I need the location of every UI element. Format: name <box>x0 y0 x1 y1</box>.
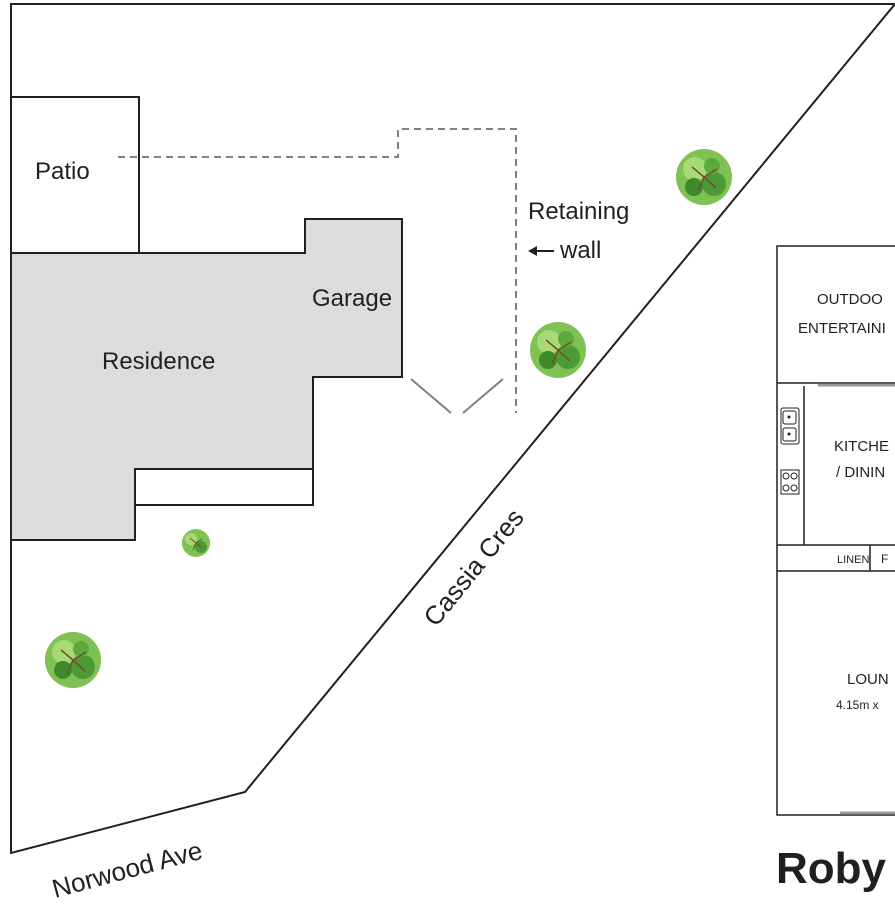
tree-icon <box>530 322 586 378</box>
driveway-mark-left <box>410 378 452 414</box>
street-label-norwood: Norwood Ave <box>49 835 206 904</box>
floor-plan: OUTDOO ENTERTAINI KITCHE / DININ F LINEN… <box>776 245 895 816</box>
residence-label: Residence <box>102 348 215 375</box>
property-boundary <box>10 3 895 855</box>
residence-footprint <box>10 218 403 541</box>
retaining-wall-label-line2: wall <box>559 237 601 264</box>
residence-deck-outline <box>135 469 314 506</box>
tree-icon <box>45 632 101 688</box>
room-label-lounge: LOUN <box>847 671 889 688</box>
retaining-wall-label-line1: Retaining <box>528 198 629 225</box>
arrow-left-icon <box>528 246 554 256</box>
sink-icon <box>780 407 800 445</box>
dashed-boundary-line <box>118 128 517 413</box>
patio-outline <box>11 96 140 252</box>
room-label-kitchen-line1: KITCHE <box>834 438 889 455</box>
garage-label: Garage <box>312 285 392 312</box>
room-label-linen: LINEN <box>837 554 869 566</box>
cooktop-icon <box>780 469 800 495</box>
tree-icon <box>676 149 732 205</box>
room-label-outdoor-line1: OUTDOO <box>817 291 883 308</box>
room-label-kitchen-line2: / DININ <box>836 464 885 481</box>
brand-wordmark: Roby <box>776 844 887 893</box>
tree-icon <box>182 529 210 557</box>
room-label-outdoor-line2: ENTERTAINI <box>798 320 886 337</box>
fridge-label: F <box>881 552 888 566</box>
street-label-cassia: Cassia Cres <box>417 503 529 632</box>
patio-label: Patio <box>35 158 90 185</box>
room-label-lounge-dims: 4.15m x <box>836 698 879 712</box>
driveway-mark-right <box>462 378 504 414</box>
floor-plan-outline <box>776 245 895 816</box>
